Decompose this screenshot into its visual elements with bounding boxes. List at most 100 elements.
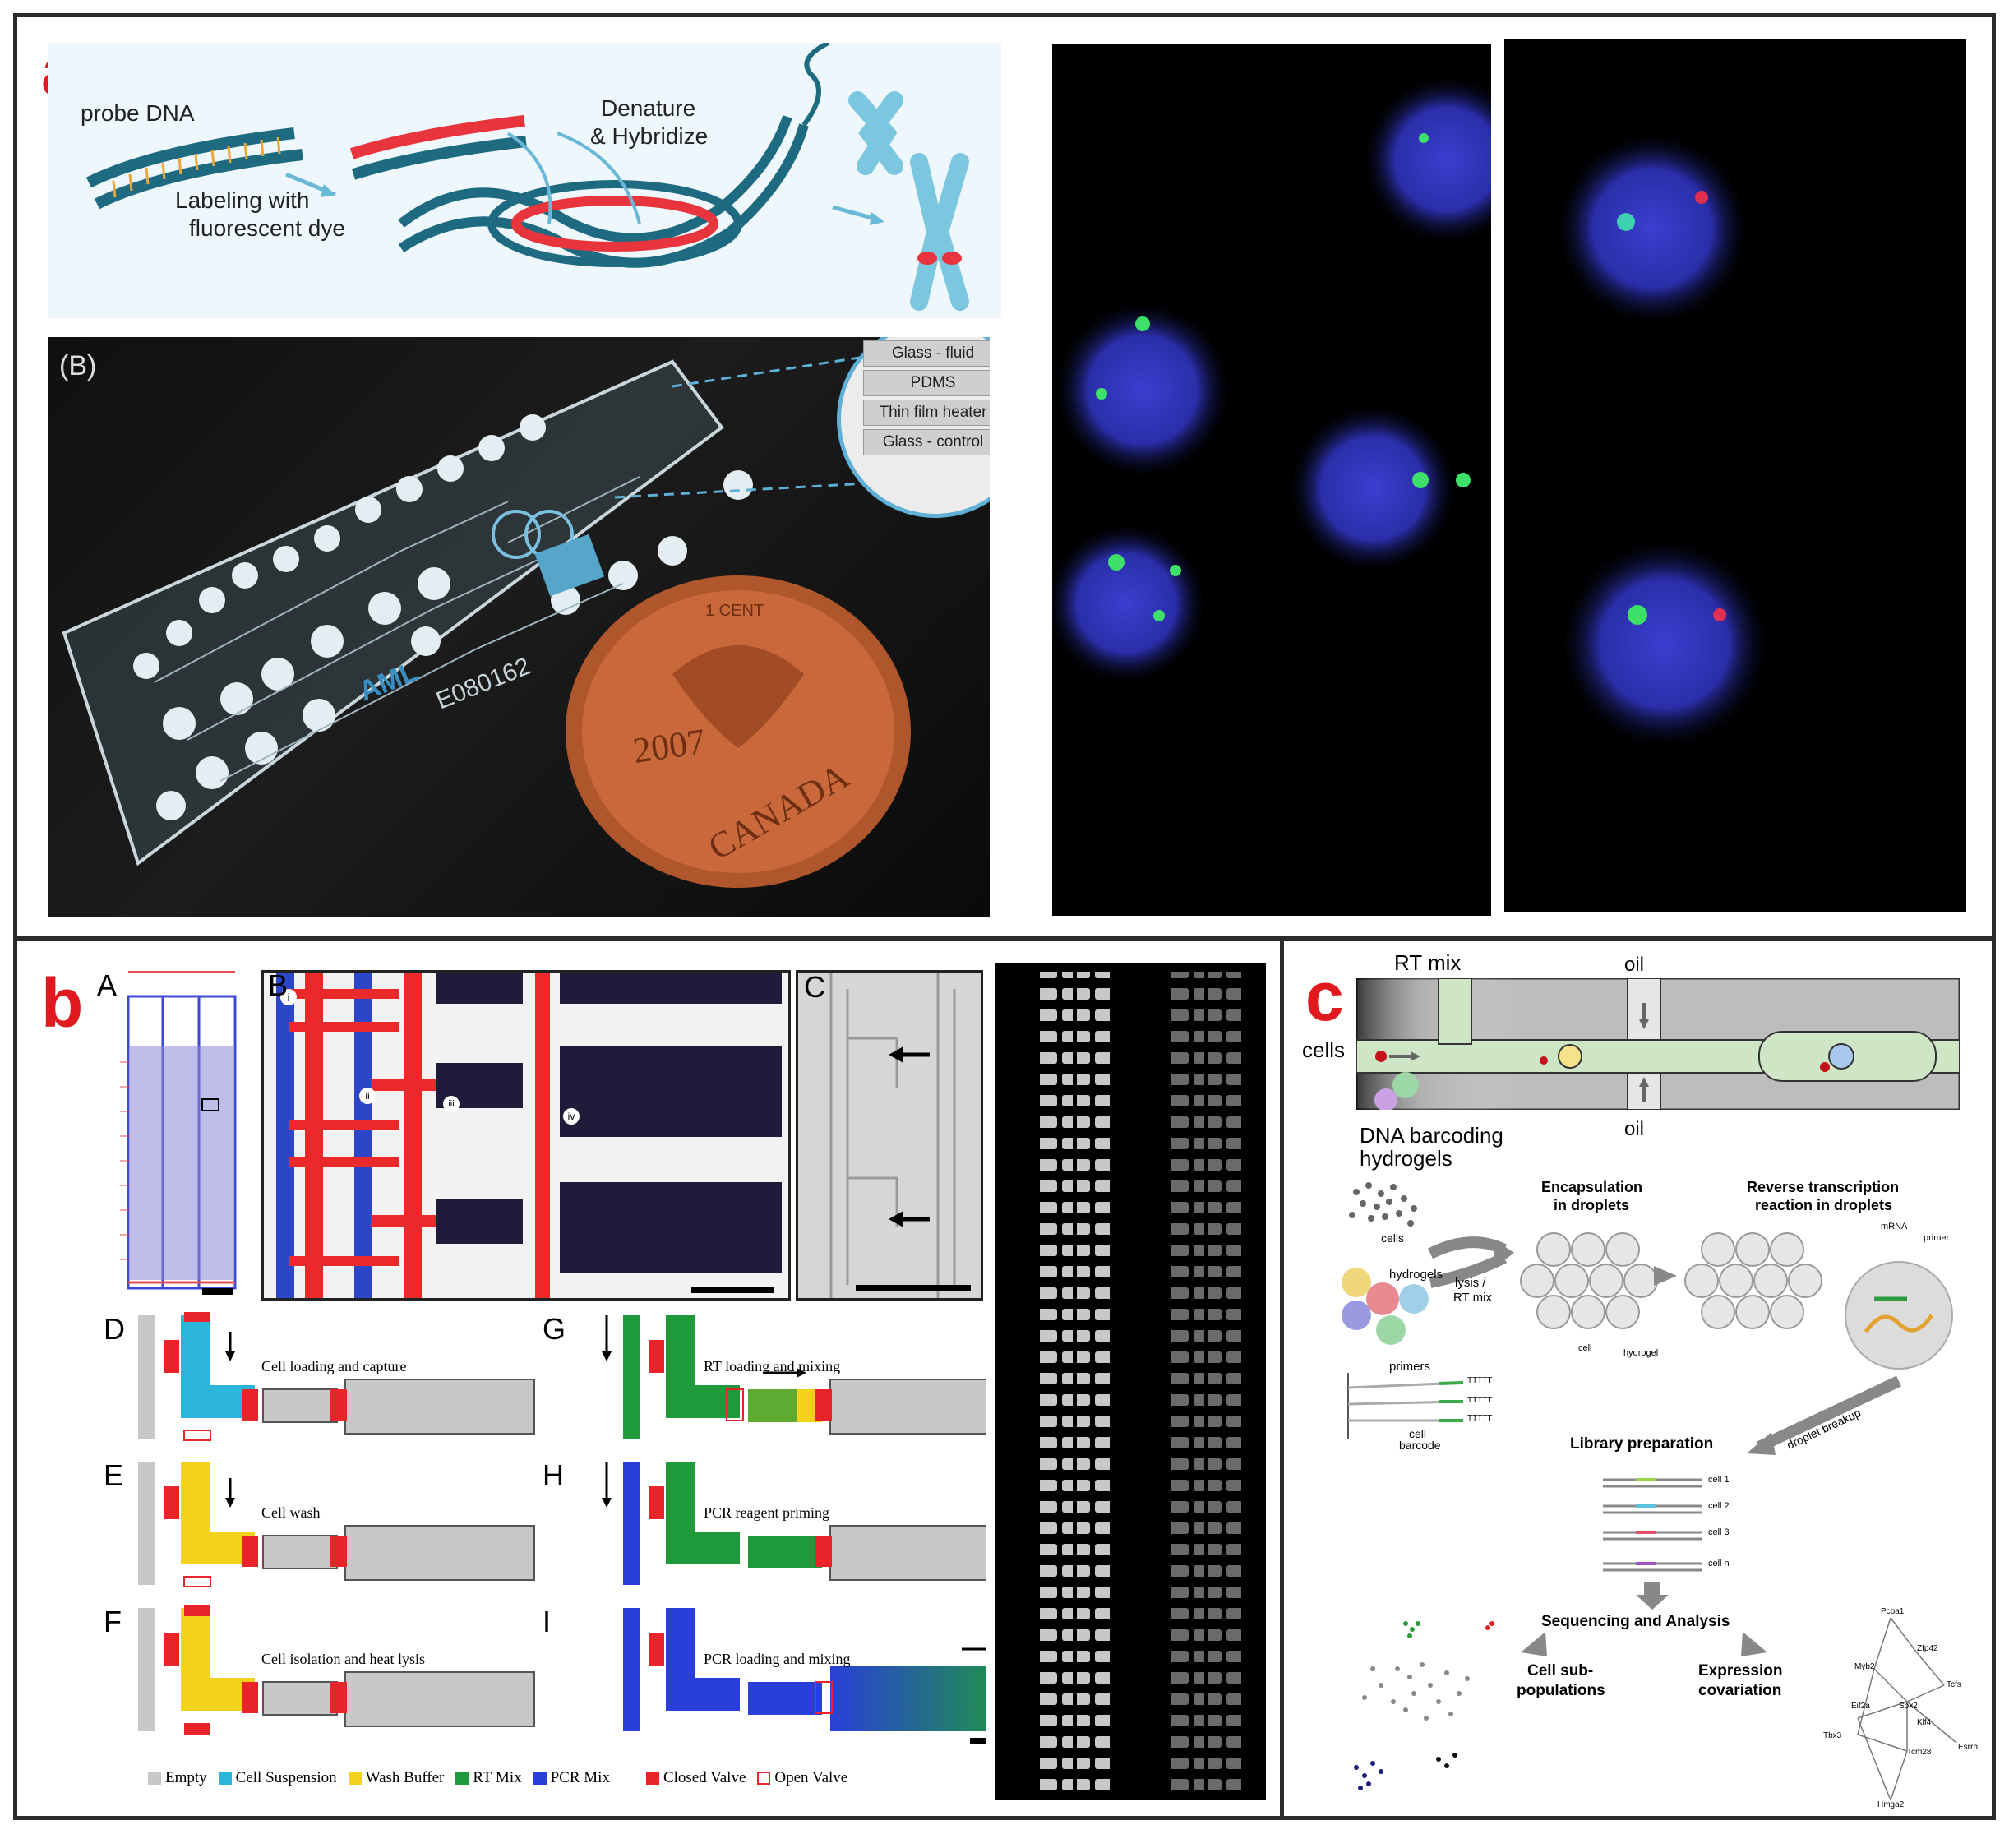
denature-label-2: & Hybridize [590,123,709,149]
protocol-steps [99,1307,1020,1751]
step-H-caption: PCR reagent priming [704,1504,829,1521]
nucleus [1360,73,1491,246]
sublabel-B: B [268,968,289,1002]
fish-schematic: probe DNA Labeling with fluorescent dye … [48,40,1001,318]
step-D-caption: Cell loading and capture [261,1358,407,1374]
hydrogel-small-label: hydrogel [1623,1348,1659,1358]
workflow-diagram: cells hydrogels lysis / RT mix Encapsula… [1332,1176,1981,1809]
droplet-device [1355,977,1961,1111]
step-G-caption: RT loading and mixing [704,1358,841,1374]
sublabel-I: I [543,1605,552,1638]
cell-barcode-label-1: cell [1409,1427,1427,1440]
panel-c-letter: c [1305,958,1344,1035]
step-I-diagram [623,1608,1019,1744]
chip-layout-overview [120,955,243,1301]
hydrogels-label-1: DNA barcoding [1360,1123,1503,1148]
roman-i: i [280,989,297,1005]
step-I-caption: PCR loading and mixing [704,1651,851,1667]
lib-cell-n: cell n [1708,1559,1730,1568]
cell-barcode-label-2: barcode [1399,1439,1441,1452]
mrna-label: mRNA [1881,1222,1908,1231]
subpop-label-2: populations [1517,1682,1605,1699]
gene-pcba1: Pcba1 [1881,1607,1905,1616]
subpop-label-1: Cell sub- [1527,1662,1594,1679]
tttt-label-2: TTTTT [1467,1396,1493,1405]
roman-ii: ii [359,1088,376,1104]
legend-swatch [533,1772,547,1785]
labeled-probe-icon [349,115,527,180]
brightfield-micrograph [796,970,983,1301]
tsne-scatter [1354,1621,1494,1790]
hydrogels-small-label: hydrogels [1389,1268,1443,1282]
rev-label-1: Reverse transcription [1747,1179,1900,1195]
legend-swatch [148,1772,161,1785]
primer-label: primer [1924,1233,1950,1243]
seq-label: Sequencing and Analysis [1541,1613,1730,1630]
roman-iv: iv [563,1108,580,1125]
lib-cell-1: cell 1 [1708,1475,1730,1485]
library-reads [1603,1478,1702,1572]
nucleus [1052,299,1233,480]
legend-swatch [348,1772,362,1785]
legend-pcr-mix: PCR Mix [533,1769,610,1787]
rt-mix-label: RT mix [1394,950,1462,975]
legend-swatch [455,1772,469,1785]
probe-dna-label: probe DNA [81,100,195,126]
encap-label-2: in droplets [1554,1197,1630,1213]
fish-schematic-svg [85,40,969,311]
cells-small-label: cells [1381,1231,1405,1245]
labeling-label-1: Labeling with [175,187,310,213]
gel-lanes [1040,972,1241,1794]
gene-hmga2: Hmga2 [1877,1800,1905,1809]
gene-esrrb: Esrrb [1958,1743,1978,1752]
tttt-label-3: TTTTT [1467,1414,1493,1423]
legend-swatch [757,1772,771,1785]
cells-label: cells [1302,1037,1346,1062]
sublabel-H: H [543,1458,564,1492]
legend-open-valve: Open Valve [757,1769,847,1787]
sublabel-F: F [104,1605,122,1638]
gene-tcfs: Tcfs [1947,1680,1961,1689]
labeled-chromosome-icon [910,153,969,311]
rtmix-small-label: RT mix [1453,1291,1492,1305]
chromosome-icon [848,91,903,175]
step-G-diagram [602,1315,1020,1439]
roman-iii: iii [443,1096,460,1112]
labeling-label-2: fluorescent dye [189,215,345,241]
expr-label-1: Expression [1698,1662,1783,1679]
legend-rt-mix: RT Mix [455,1769,522,1787]
denature-label-1: Denature [601,95,696,121]
step-D-diagram [138,1312,535,1441]
sublabel-A: A [97,968,118,1002]
legend-swatch [218,1772,232,1785]
sublabel-G: G [543,1312,566,1346]
rev-label-2: reaction in droplets [1755,1197,1893,1213]
gene-eif2a: Eif2a [1851,1702,1870,1711]
step-F-diagram [138,1605,535,1735]
expr-label-2: covariation [1698,1682,1782,1699]
layer-heater: Thin film heater [863,400,990,426]
rt-droplets [1684,1232,1822,1329]
legend-cell-suspension: Cell Suspension [218,1769,337,1787]
droplet-zoom [1845,1261,1953,1370]
probe-dna-icon [85,127,303,210]
panel-b-letter: b [41,964,84,1042]
gene-myb2: Myb2 [1854,1662,1875,1671]
penny-coin [566,575,911,888]
step-F-caption: Cell isolation and heat lysis [261,1651,425,1667]
cell-small-label: cell [1578,1343,1592,1353]
gene-tcm28: Tcm28 [1907,1748,1932,1757]
gene-sox2: Sox2 [1899,1702,1918,1711]
lib-cell-3: cell 3 [1708,1527,1730,1537]
legend: Empty Cell Suspension Wash Buffer RT Mix… [148,1766,970,1790]
encapsulated-droplets [1520,1232,1658,1329]
encap-label-1: Encapsulation [1541,1179,1643,1195]
gene-network [1857,1617,1957,1801]
oil-top-label: oil [1624,954,1645,976]
tttt-label-1: TTTTT [1467,1376,1493,1385]
cells-cluster [1349,1182,1417,1227]
nucleus [1286,402,1459,575]
oil-bottom-label: oil [1624,1118,1645,1140]
legend-closed-valve: Closed Valve [645,1769,746,1787]
hydrogels-label-2: hydrogels [1360,1146,1452,1171]
